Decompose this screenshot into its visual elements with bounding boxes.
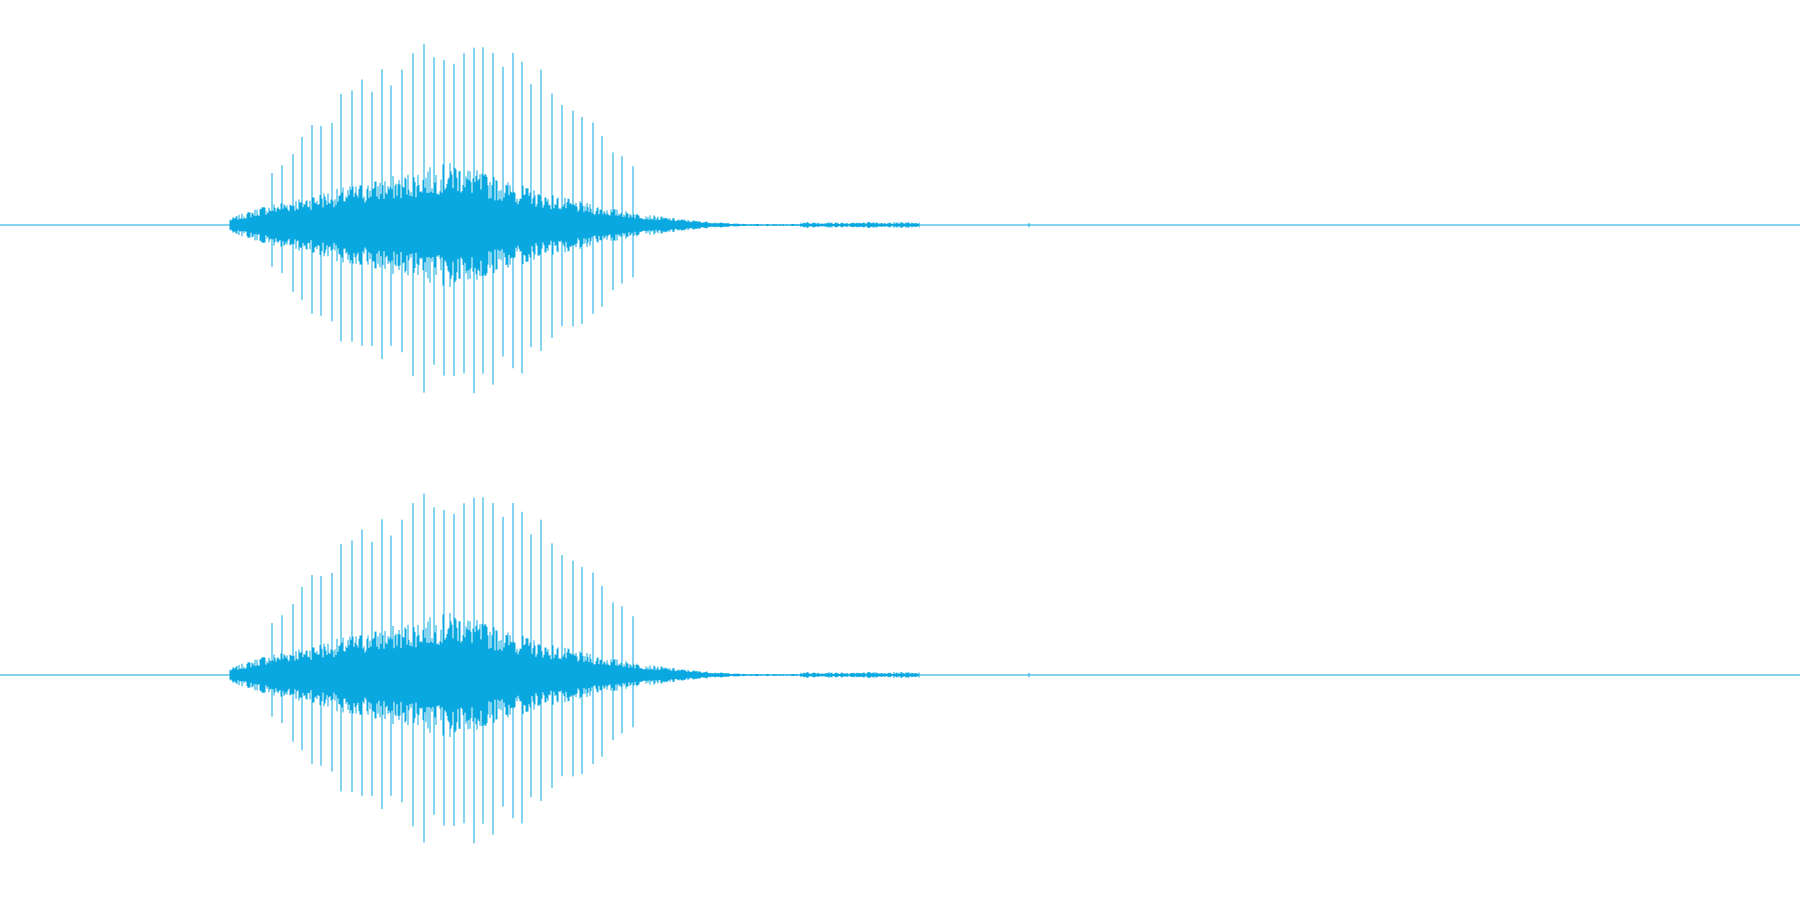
- channel-1-waveform-svg: [0, 43, 1800, 394]
- waveform-body: [229, 613, 920, 737]
- waveform-peaks: [271, 43, 634, 394]
- waveform-peaks: [271, 493, 634, 844]
- channel-2-waveform[interactable]: [0, 450, 1800, 900]
- channel-2-waveform-svg: [0, 493, 1800, 844]
- waveform-body: [229, 163, 920, 287]
- channel-1-waveform[interactable]: [0, 0, 1800, 450]
